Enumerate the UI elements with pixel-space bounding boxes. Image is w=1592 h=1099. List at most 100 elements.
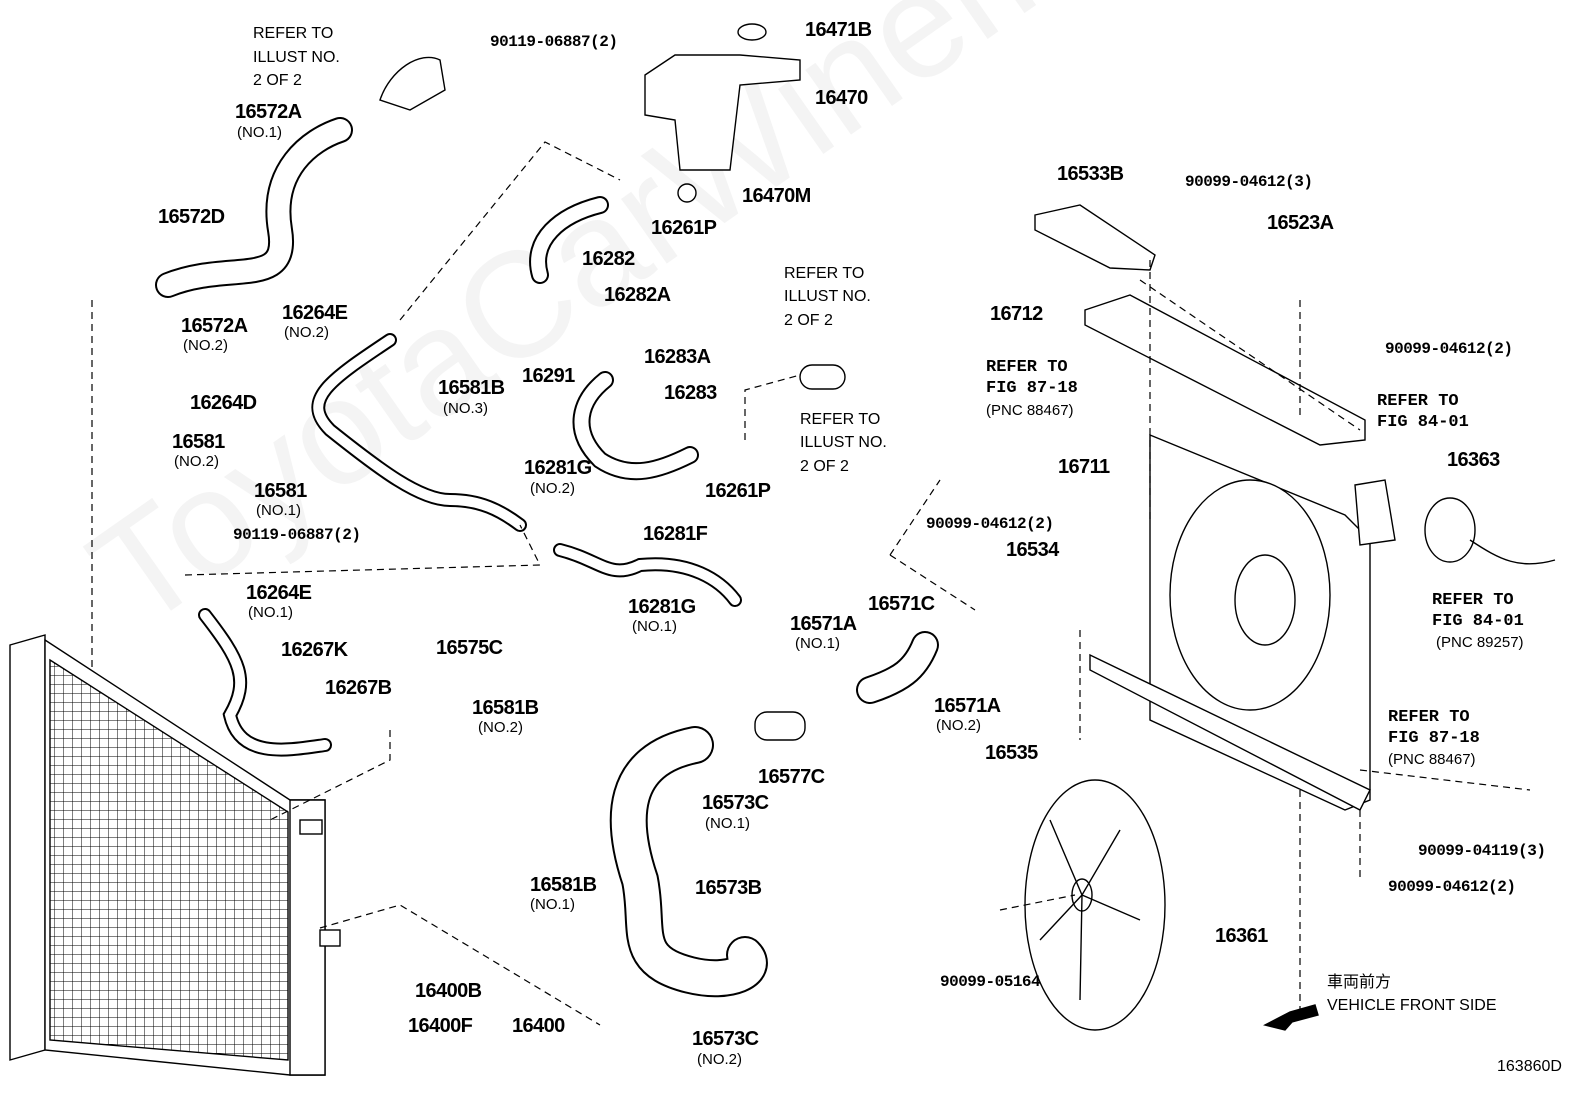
part-label[interactable]: 16581B: [530, 874, 597, 896]
part-sublabel: (NO.2): [284, 324, 329, 341]
bolt-label[interactable]: 90119-06887(2): [490, 33, 618, 51]
part-label[interactable]: 16264D: [190, 392, 257, 414]
part-sublabel: (NO.2): [530, 480, 575, 497]
part-label[interactable]: 16400B: [415, 980, 482, 1002]
bolt-label[interactable]: 90099-04119(3): [1418, 842, 1546, 860]
ref-fig-87-18-b: FIG 87-18: [1388, 729, 1480, 748]
part-sublabel: (NO.2): [174, 453, 219, 470]
part-label[interactable]: 16267B: [325, 677, 392, 699]
part-label[interactable]: 16572A: [181, 315, 248, 337]
part-sublabel: (NO.1): [705, 815, 750, 832]
part-label[interactable]: 16534: [1006, 539, 1059, 561]
part-label[interactable]: 16470: [815, 87, 868, 109]
ref-illust-c: 2 OF 2: [800, 458, 849, 475]
ref-fig-84-01-b: FIG 84-01: [1432, 612, 1524, 631]
part-sublabel: (NO.1): [237, 124, 282, 141]
bolt-label[interactable]: 90099-04612(3): [1185, 173, 1313, 191]
part-sublabel: (NO.1): [632, 618, 677, 635]
part-label[interactable]: 16282A: [604, 284, 671, 306]
part-label[interactable]: 16361: [1215, 925, 1268, 947]
part-label[interactable]: 16572A: [235, 101, 302, 123]
part-label[interactable]: 16581B: [438, 377, 505, 399]
part-label[interactable]: 16711: [1058, 456, 1110, 478]
part-label[interactable]: 16573C: [702, 792, 769, 814]
part-label[interactable]: 16264E: [246, 582, 312, 604]
part-sublabel: (NO.1): [256, 502, 301, 519]
front-arrow-icon: [1263, 1004, 1319, 1031]
part-sublabel: (NO.1): [530, 896, 575, 913]
part-label[interactable]: 16291: [522, 365, 575, 387]
bolt-label[interactable]: 90099-04612(2): [926, 515, 1054, 533]
ref-fig-84-01-b: REFER TO: [1432, 591, 1514, 610]
part-label[interactable]: 16281G: [628, 596, 696, 618]
radiator: [9, 634, 341, 1076]
part-label[interactable]: 16281G: [524, 457, 592, 479]
part-sublabel: (NO.2): [478, 719, 523, 736]
ref-illust-a: REFER TO: [253, 25, 334, 42]
part-label[interactable]: 16573B: [695, 877, 762, 899]
bolt-label[interactable]: 90099-05164: [940, 973, 1041, 991]
ref-illust-c: REFER TO: [800, 411, 881, 428]
part-sublabel: (NO.3): [443, 400, 488, 417]
part-label[interactable]: 16400F: [408, 1015, 473, 1037]
ref-fig-84-01-a: FIG 84-01: [1377, 413, 1469, 432]
diagram-id: 163860D: [1497, 1058, 1562, 1075]
part-label[interactable]: 16571A: [790, 613, 857, 635]
ref-fig-87-18-b: (PNC 88467): [1388, 751, 1476, 768]
part-label[interactable]: 16581: [254, 480, 307, 502]
ref-illust-b: REFER TO: [784, 265, 865, 282]
cooling-fan: [1024, 779, 1166, 1031]
ref-illust-a: 2 OF 2: [253, 72, 302, 89]
ref-fig-84-01-a: REFER TO: [1377, 392, 1459, 411]
ref-fig-87-18-a: (PNC 88467): [986, 402, 1074, 419]
ref-fig-84-01-b: (PNC 89257): [1436, 634, 1524, 651]
part-label[interactable]: 16267K: [281, 639, 348, 661]
fan-shroud: [1034, 204, 1371, 811]
bolt-label[interactable]: 90099-04612(2): [1385, 340, 1513, 358]
ref-fig-87-18-a: FIG 87-18: [986, 379, 1078, 398]
fan-motor: [1354, 479, 1556, 565]
part-label[interactable]: 16577C: [758, 766, 825, 788]
part-sublabel: (NO.2): [697, 1051, 742, 1068]
part-label[interactable]: 16581: [172, 431, 225, 453]
bolt-label[interactable]: 90099-04612(2): [1388, 878, 1516, 896]
part-label[interactable]: 16572D: [158, 206, 225, 228]
part-label[interactable]: 16571A: [934, 695, 1001, 717]
part-label[interactable]: 16575C: [436, 637, 503, 659]
part-label[interactable]: 16470M: [742, 185, 811, 207]
part-sublabel: (NO.2): [183, 337, 228, 354]
part-label[interactable]: 16363: [1447, 449, 1500, 471]
part-label[interactable]: 16282: [582, 248, 635, 270]
bolt-label[interactable]: 90119-06887(2): [233, 526, 361, 544]
ref-illust-c: ILLUST NO.: [800, 434, 887, 451]
part-label[interactable]: 16283: [664, 382, 717, 404]
part-label[interactable]: 16581B: [472, 697, 539, 719]
part-sublabel: (NO.2): [936, 717, 981, 734]
hoses: [155, 117, 939, 998]
part-label[interactable]: 16261P: [705, 480, 771, 502]
part-label[interactable]: 16535: [985, 742, 1038, 764]
ref-fig-87-18-a: REFER TO: [986, 358, 1068, 377]
part-label[interactable]: 16281F: [643, 523, 708, 545]
dashed-leaders: [91, 141, 1531, 1026]
ref-illust-b: ILLUST NO.: [784, 288, 871, 305]
part-sublabel: (NO.1): [795, 635, 840, 652]
part-label[interactable]: 16523A: [1267, 212, 1334, 234]
part-sublabel: (NO.1): [248, 604, 293, 621]
reservoir-tank: [379, 23, 801, 203]
part-label[interactable]: 16571C: [868, 593, 935, 615]
part-label[interactable]: 16573C: [692, 1028, 759, 1050]
ref-illust-b: 2 OF 2: [784, 312, 833, 329]
part-label[interactable]: 16264E: [282, 302, 348, 324]
ref-fig-87-18-b: REFER TO: [1388, 708, 1470, 727]
direction-en: VEHICLE FRONT SIDE: [1327, 997, 1497, 1014]
part-label[interactable]: 16712: [990, 303, 1043, 325]
part-label[interactable]: 16400: [512, 1015, 565, 1037]
part-label[interactable]: 16533B: [1057, 163, 1124, 185]
direction-jp: 車両前方: [1327, 974, 1392, 991]
part-label[interactable]: 16471B: [805, 19, 872, 41]
part-label[interactable]: 16261P: [651, 217, 717, 239]
part-label[interactable]: 16283A: [644, 346, 711, 368]
